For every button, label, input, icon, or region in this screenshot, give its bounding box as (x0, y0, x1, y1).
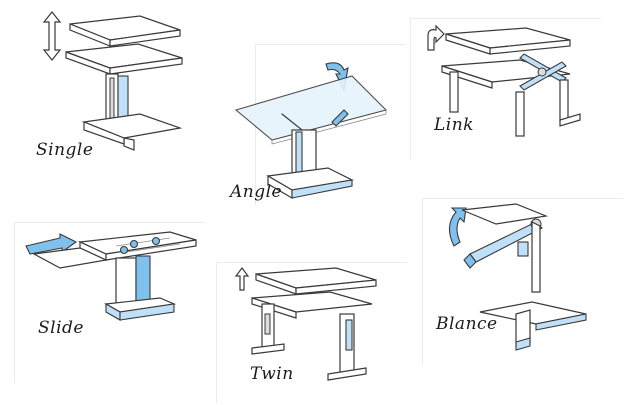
link-table-sketch (427, 24, 581, 137)
label-angle: Angle (230, 182, 283, 202)
angle-table-sketch (234, 62, 388, 200)
label-blance: Blance (436, 314, 498, 334)
label-twin: Twin (250, 364, 294, 384)
label-single: Single (36, 140, 94, 160)
label-slide: Slide (38, 318, 84, 338)
blance-table-sketch (448, 203, 587, 351)
slide-table-sketch (25, 231, 197, 321)
single-table-sketch (42, 11, 183, 151)
twin-table-sketch (234, 267, 377, 381)
label-link: Link (434, 115, 474, 135)
